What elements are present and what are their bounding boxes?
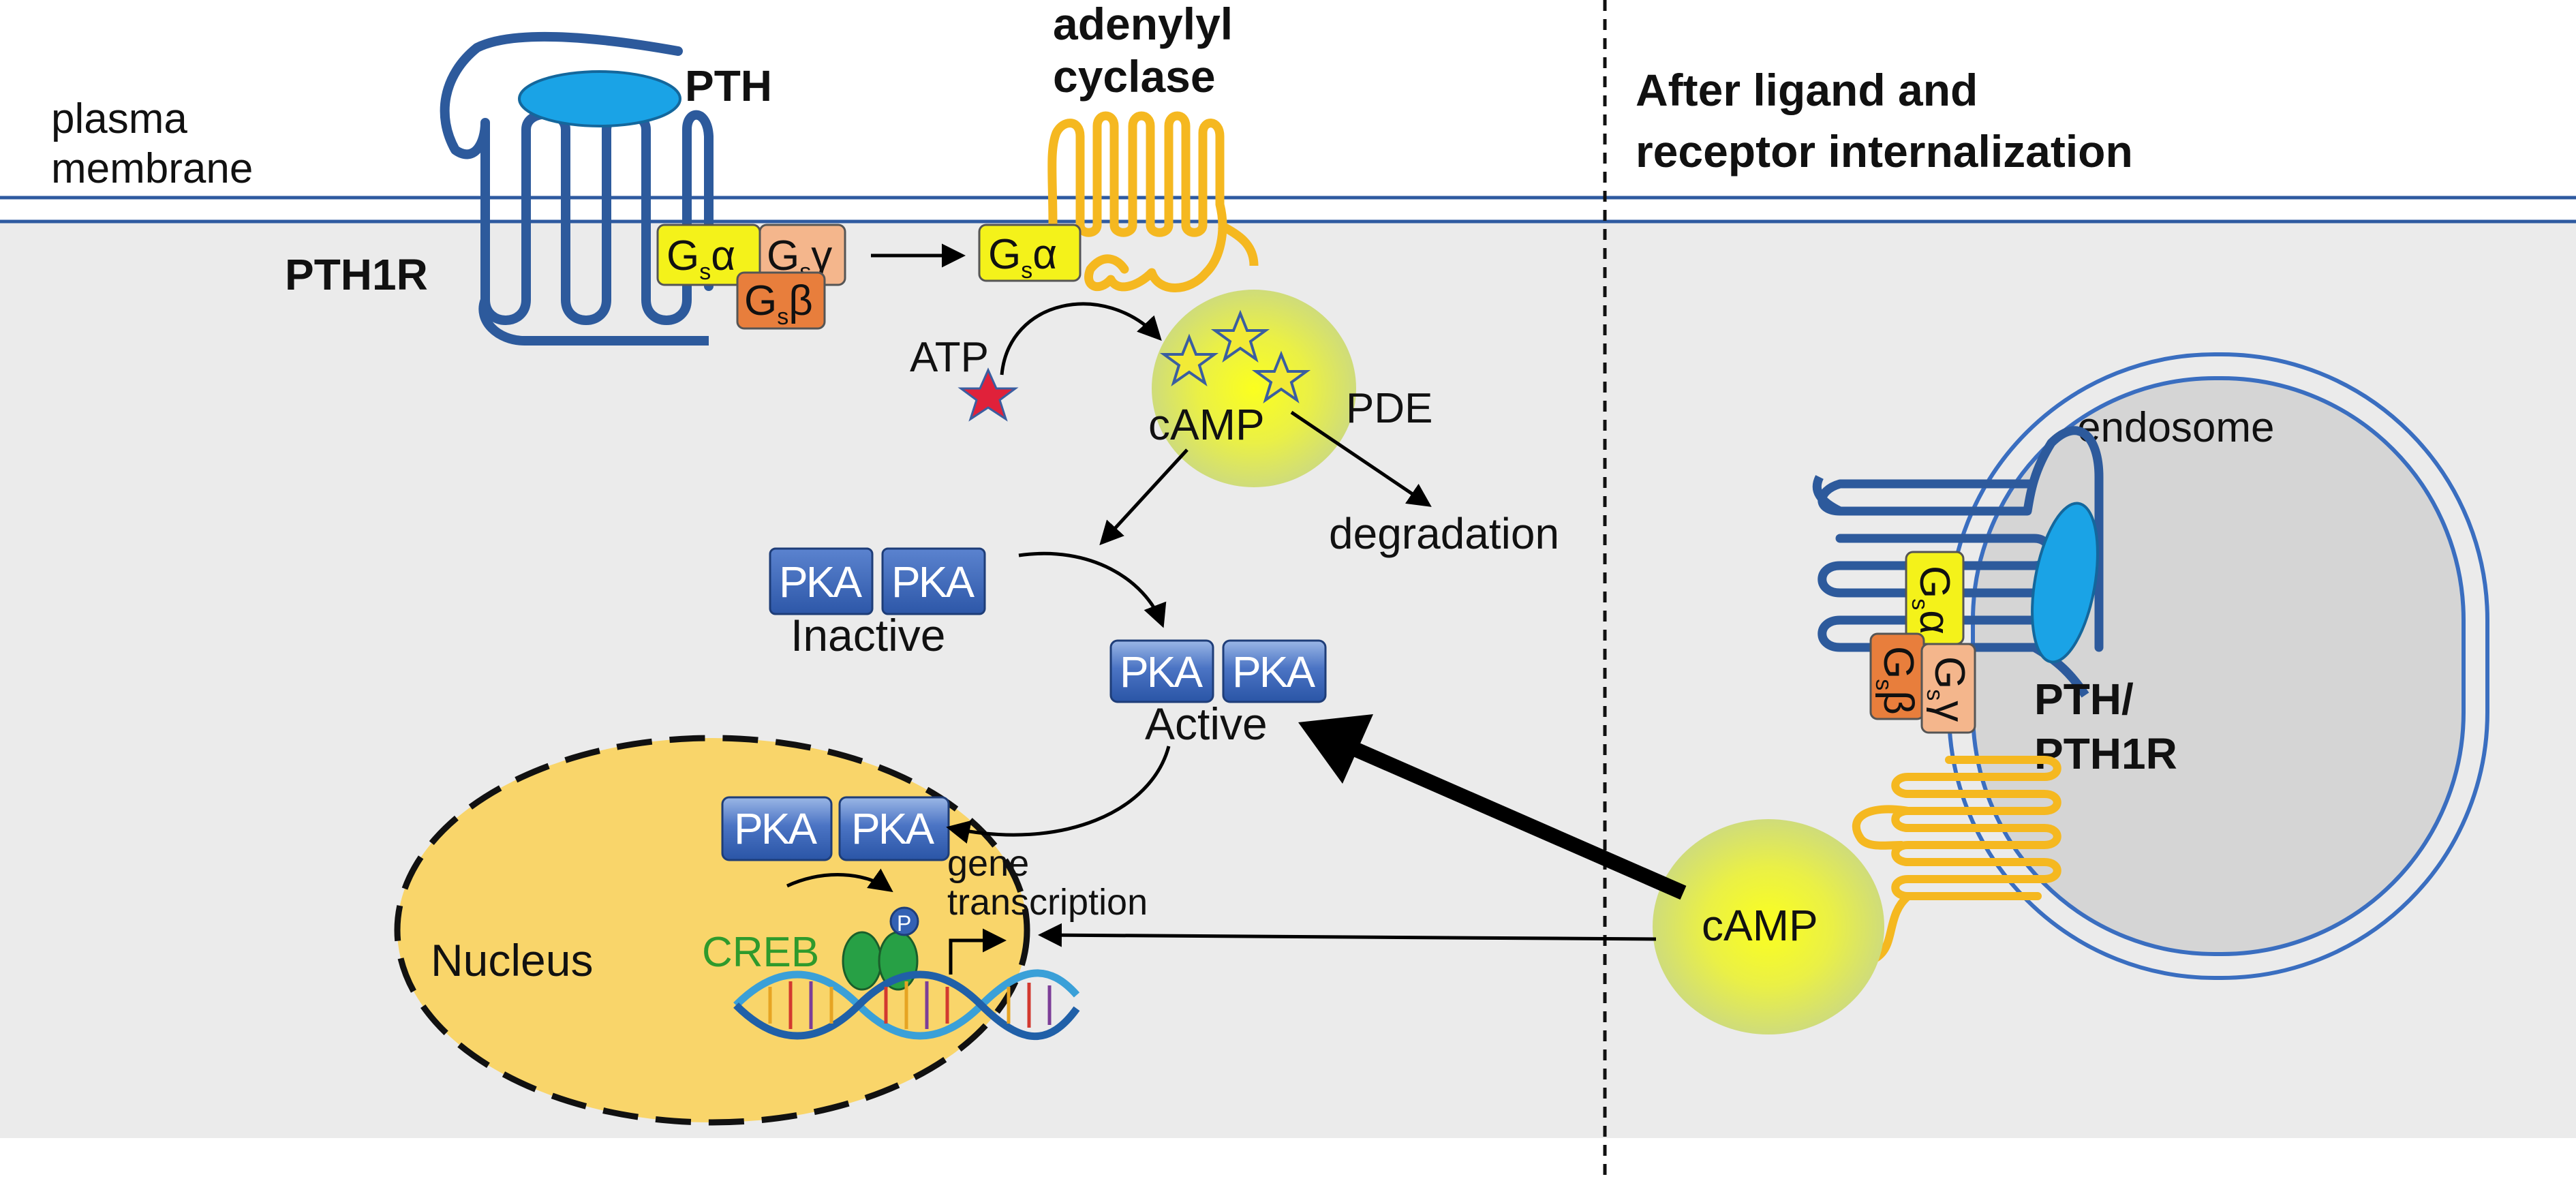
pth1r-label: PTH1R (285, 250, 428, 299)
pka-nuclear-label-2: PKA (851, 804, 934, 853)
pka-active: PKA PKA (1109, 639, 1327, 703)
camp-degradation-arrow (1290, 410, 1432, 507)
pka-active-label-2: PKA (1232, 647, 1315, 696)
after-internalization-title: After ligand and receptor internalizatio… (1636, 65, 2133, 177)
pth1r-loops-bottom (478, 298, 709, 346)
phospho-group (889, 906, 919, 936)
camp-label: cAMP (1148, 400, 1265, 449)
pth-ligand (518, 70, 681, 127)
pka-activation-arrow (1018, 551, 1167, 628)
pth-label: PTH (685, 61, 772, 110)
endosomal-camp-label: cAMP (1702, 901, 1818, 950)
camp-star-1 (1159, 333, 1219, 386)
pka-active-box-2 (1222, 639, 1327, 703)
gs-alpha-label: Gsα (666, 232, 735, 285)
creb-label: CREB (702, 929, 819, 976)
endosomal-camp-to-pka-arrow (1353, 742, 1687, 900)
adenylyl-cyclase (1047, 111, 1227, 292)
endo-gs-alpha-label: Gsα (1907, 566, 1958, 634)
pka-nuclear: PKA PKA (721, 796, 950, 861)
camp-glow (1152, 290, 1356, 487)
creb-protein-1 (842, 931, 883, 991)
pka-inactive-box-2 (881, 547, 986, 615)
degradation-label: degradation (1329, 509, 1559, 558)
adenylyl-cyclase-label: adenylyl cyclase (1053, 0, 1245, 102)
endosome-label: endosome (2077, 404, 2275, 451)
pka-active-label-1: PKA (1120, 647, 1203, 696)
pde-label: PDE (1346, 385, 1432, 432)
nucleus-label: Nucleus (431, 935, 593, 985)
endo-gs-gamma-box (1920, 643, 1976, 734)
g-protein-complex: Gsα Gsγ Gsβ (656, 224, 846, 330)
endosomal-camp-to-pka-arrowhead (1298, 714, 1373, 784)
gs-alpha-cyclase-box (978, 224, 1082, 282)
pka-inactive-label-1: PKA (779, 557, 862, 607)
transcription-start-arrow (949, 928, 1007, 975)
atp-star (957, 367, 1019, 422)
endo-gs-gamma-label: Gsγ (1922, 656, 1973, 722)
active-label: Active (1145, 699, 1268, 749)
gs-alpha-cyclase-label: Gsα (988, 231, 1057, 283)
internalized-pth-ligand (2031, 502, 2099, 664)
pth1r-receptor (440, 31, 714, 325)
gene-transcription-label: gene transcription (947, 843, 1148, 923)
endosomal-camp-to-nucleus-arrow (1038, 923, 1657, 947)
gs-beta-label: Gsβ (744, 277, 813, 330)
endo-gs-beta-label: Gsβ (1871, 646, 1922, 715)
atp-label: ATP (910, 334, 989, 381)
pka-to-creb-arrow (786, 868, 893, 893)
pka-active-box-1 (1109, 639, 1214, 703)
phospho-label: P (897, 911, 911, 936)
endosomal-camp-glow (1653, 819, 1884, 1034)
inactive-label: Inactive (791, 610, 945, 660)
atp-to-camp-arrow (1000, 302, 1162, 375)
plasma-membrane (0, 196, 2576, 224)
pka-inactive: PKA PKA (769, 547, 986, 615)
adenylyl-cyclase-tail (1218, 221, 1259, 266)
camp-star-3 (1251, 350, 1311, 403)
pka-inactive-box-1 (769, 547, 874, 615)
plasma-membrane-label: plasma membrane (51, 95, 253, 192)
pka-nuclear-label-1: PKA (734, 804, 817, 853)
camp-star-2 (1210, 309, 1270, 363)
gs-beta-box (736, 271, 826, 330)
pka-nuclear-box-1 (721, 796, 833, 861)
camp-stars (1159, 309, 1311, 403)
endosome-inner (1971, 376, 2466, 956)
pka-nuclear-translocation-arrow (946, 746, 1171, 844)
pka-inactive-label-2: PKA (891, 557, 975, 607)
dna-helix (733, 969, 1080, 1041)
camp-to-pka-arrow (1099, 448, 1189, 546)
